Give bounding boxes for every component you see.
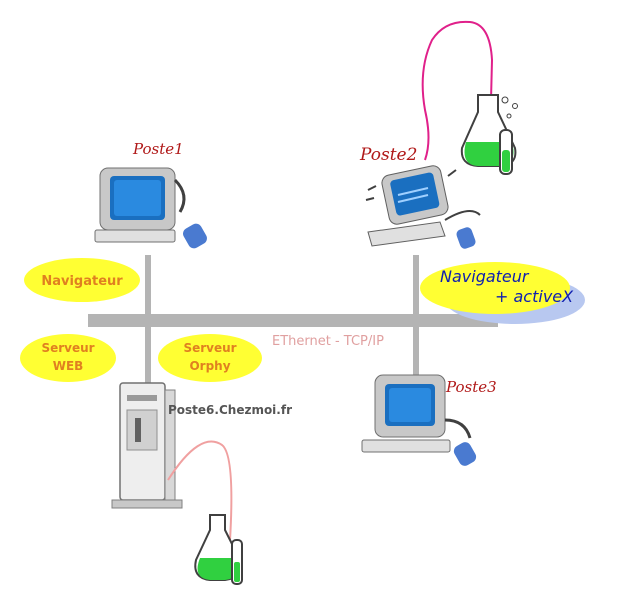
poste1-computer-icon xyxy=(94,167,207,249)
navigateur-bubble: Navigateur xyxy=(24,258,140,302)
poste3-computer-icon xyxy=(361,374,477,466)
poste2-computer-icon xyxy=(365,165,481,249)
server-flask-icon xyxy=(194,514,243,585)
orphy-cable-bottom xyxy=(167,440,233,541)
bus-label: EThernet - TCP/IP xyxy=(272,334,384,349)
serveur-web-line2: WEB xyxy=(53,359,84,373)
serveur-web-line1: Serveur xyxy=(41,341,94,355)
serveur-orphy-line2: Orphy xyxy=(189,359,230,373)
server-tower-icon xyxy=(111,382,183,509)
poste1-label: Poste1 xyxy=(132,140,184,158)
navigateur-activex-line2: + activeX xyxy=(495,287,574,306)
navigateur-activex-line1: Navigateur xyxy=(440,267,530,286)
navigateur-activex-bubble: Navigateur + activeX xyxy=(420,262,585,324)
serveur-orphy-line1: Serveur xyxy=(183,341,236,355)
serveur-orphy-bubble: Serveur Orphy xyxy=(158,334,262,382)
experiment-flask-icon xyxy=(460,94,518,175)
orphy-cable-top xyxy=(421,20,494,161)
poste3-label: Poste3 xyxy=(445,378,497,396)
ethernet-bus xyxy=(88,255,498,387)
poste2-label: Poste2 xyxy=(359,145,417,165)
serveur-web-bubble: Serveur WEB xyxy=(20,334,116,382)
server-hostname: Poste6.Chezmoi.fr xyxy=(168,403,292,417)
navigateur-bubble-text: Navigateur xyxy=(41,274,123,289)
